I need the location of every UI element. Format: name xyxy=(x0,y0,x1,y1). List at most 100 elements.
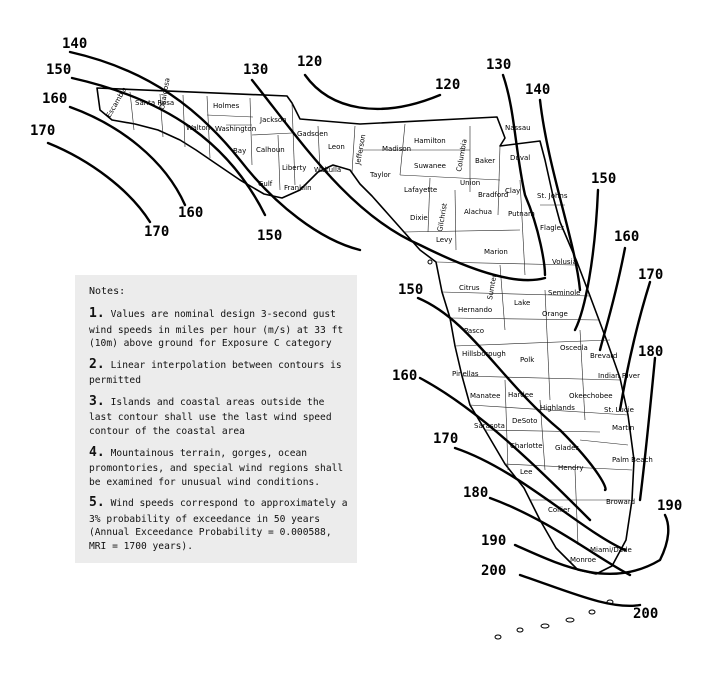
contour-label: 160 xyxy=(42,91,67,107)
contour-label: 160 xyxy=(614,229,639,245)
county-label: Marion xyxy=(484,248,508,256)
contour-labels: 140 150 160 170 160 170 150 130 120 120 … xyxy=(30,36,682,622)
county-label: Alachua xyxy=(464,208,492,216)
county-label: Walton xyxy=(186,124,210,132)
contour-180-south xyxy=(488,496,632,577)
county-label: Dixie xyxy=(410,214,428,222)
contour-120 xyxy=(303,73,442,111)
contour-170-west xyxy=(46,141,152,224)
contour-label: 150 xyxy=(46,62,71,78)
county-label: Holmes xyxy=(213,102,240,110)
county-label: Glades xyxy=(555,444,579,452)
note-number: 4. xyxy=(89,444,105,460)
note-text: Islands and coastal areas outside the la… xyxy=(89,396,332,437)
county-label: Martin xyxy=(612,424,634,432)
contour-label: 140 xyxy=(525,82,550,98)
contour-150-south xyxy=(416,296,607,492)
contour-190 xyxy=(513,513,670,576)
county-label: Gadsden xyxy=(297,130,328,138)
county-label: Osceola xyxy=(560,344,588,352)
county-labels: Santa Rosa Okaloosa Escambia Holmes Jack… xyxy=(105,77,653,564)
contour-label: 180 xyxy=(463,485,488,501)
contour-160-east xyxy=(598,246,627,352)
contour-label: 200 xyxy=(481,563,506,579)
note-item: 5.Wind speeds correspond to approximatel… xyxy=(89,494,349,553)
contour-label: 170 xyxy=(638,267,663,283)
note-number: 3. xyxy=(89,393,105,409)
contour-140-west xyxy=(68,50,362,252)
county-label: Liberty xyxy=(282,164,306,172)
county-label: Taylor xyxy=(369,171,391,179)
county-label: Hernando xyxy=(458,306,492,314)
contour-label: 130 xyxy=(243,62,268,78)
county-label: Monroe xyxy=(570,556,596,564)
county-label: Madison xyxy=(382,145,411,153)
county-label: Leon xyxy=(328,143,345,151)
note-item: 3.Islands and coastal areas outside the … xyxy=(89,393,349,439)
note-number: 2. xyxy=(89,356,105,372)
county-label: Lafayette xyxy=(404,186,437,194)
county-label: Brevard xyxy=(590,352,617,360)
florida-keys xyxy=(427,259,614,640)
note-text: Values are nominal design 3-second gust … xyxy=(89,309,344,350)
county-label: Pasco xyxy=(464,327,484,335)
county-label: Okeechobee xyxy=(569,392,613,400)
contour-label: 200 xyxy=(633,606,658,622)
county-label: Flagler xyxy=(540,224,564,232)
county-label: Hamilton xyxy=(414,137,446,145)
contour-160-south xyxy=(418,376,592,522)
county-label: Calhoun xyxy=(256,146,285,154)
note-number: 5. xyxy=(89,495,105,511)
county-label: Volusia xyxy=(552,258,577,266)
county-label: Seminole xyxy=(548,289,580,297)
county-label: Clay xyxy=(505,187,520,195)
county-label: Pinellas xyxy=(452,370,479,378)
note-item: 1.Values are nominal design 3-second gus… xyxy=(89,305,349,351)
county-label: Manatee xyxy=(470,392,500,400)
county-label: Polk xyxy=(520,356,535,364)
county-label: Putnam xyxy=(508,210,535,218)
contour-140-east xyxy=(538,98,582,292)
note-text: Linear interpolation between contours is… xyxy=(89,359,342,387)
county-label: Hillsborough xyxy=(462,350,506,358)
county-label: Palm Beach xyxy=(612,456,653,464)
note-text: Wind speeds correspond to approximately … xyxy=(89,498,348,552)
county-label: Baker xyxy=(475,157,495,165)
county-label: Indian River xyxy=(598,372,640,380)
note-item: 4.Mountainous terrain, gorges, ocean pro… xyxy=(89,444,349,490)
county-label: Jackson xyxy=(259,116,287,124)
note-number: 1. xyxy=(89,306,105,322)
note-text: Mountainous terrain, gorges, ocean promo… xyxy=(89,447,344,488)
contour-label: 120 xyxy=(297,54,322,70)
contour-160-west xyxy=(68,105,187,207)
county-label: Union xyxy=(460,179,480,187)
county-label: Hardee xyxy=(508,391,533,399)
contour-label: 190 xyxy=(481,533,506,549)
contour-170-south xyxy=(453,446,627,552)
florida-outline xyxy=(96,87,635,575)
contour-130-north xyxy=(250,78,547,282)
contour-170-east xyxy=(618,280,652,412)
county-label: Santa Rosa xyxy=(135,99,174,107)
county-label: Hendry xyxy=(558,464,583,472)
contour-label: 120 xyxy=(435,77,460,93)
county-label: DeSoto xyxy=(512,417,537,425)
contour-label: 130 xyxy=(486,57,511,73)
county-label: Gulf xyxy=(258,180,273,188)
county-label: Suwanee xyxy=(414,162,446,170)
county-label: Washington xyxy=(215,125,256,133)
contour-label: 190 xyxy=(657,498,682,514)
contour-180-east xyxy=(638,356,657,502)
contour-label: 170 xyxy=(30,123,55,139)
county-label: Nassau xyxy=(505,124,531,132)
county-label: Charlotte xyxy=(510,442,543,450)
county-label: Bradford xyxy=(478,191,508,199)
contour-130-east xyxy=(501,73,547,277)
county-label: Highlands xyxy=(540,404,575,412)
contour-label: 160 xyxy=(178,205,203,221)
contour-label: 150 xyxy=(398,282,423,298)
notes-title: Notes: xyxy=(89,286,126,297)
county-label: Bay xyxy=(233,147,246,155)
